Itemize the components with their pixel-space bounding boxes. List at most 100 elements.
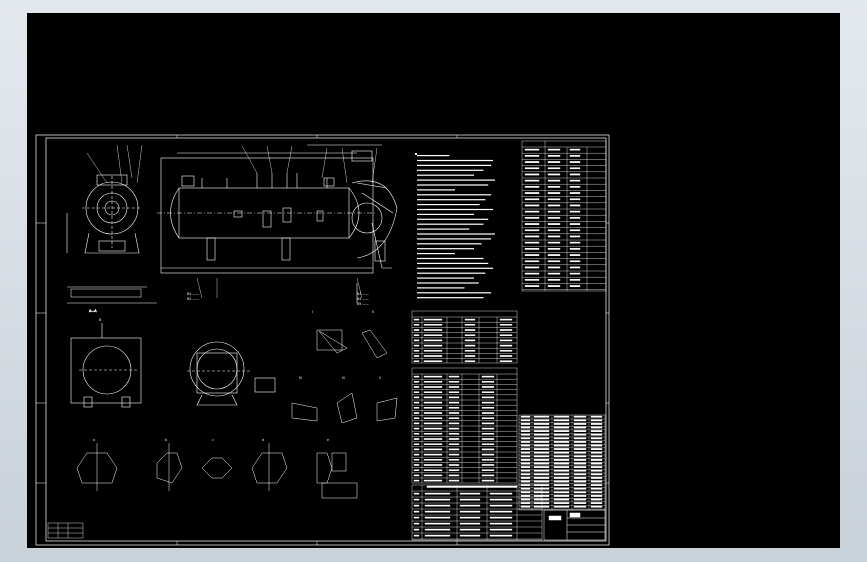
text-stroke <box>524 279 540 281</box>
text-stroke <box>553 433 570 436</box>
text-stroke <box>520 419 531 422</box>
text-stroke <box>448 401 460 404</box>
text-stroke <box>553 419 570 422</box>
text-stroke <box>423 360 443 363</box>
text-stroke <box>569 192 581 194</box>
text-stroke <box>459 498 481 501</box>
svg-text:N2 ——: N2 —— <box>187 297 200 301</box>
text-stroke <box>520 505 531 508</box>
text-stroke <box>413 464 420 466</box>
text-stroke <box>417 292 492 294</box>
text-stroke <box>413 350 420 352</box>
text-stroke <box>423 459 443 461</box>
text-stroke <box>464 324 476 326</box>
text-stroke <box>499 318 513 321</box>
text-stroke <box>590 437 603 440</box>
text-stroke <box>533 505 550 508</box>
text-stroke <box>413 528 420 531</box>
text-stroke <box>573 426 587 429</box>
text-stroke <box>417 213 474 215</box>
text-stroke <box>448 381 460 383</box>
text-stroke <box>553 484 570 486</box>
text-stroke <box>489 510 513 513</box>
text-stroke <box>499 350 513 352</box>
border-ticks <box>36 135 609 545</box>
text-stroke <box>533 480 550 483</box>
text-stroke <box>573 466 587 468</box>
text-stroke <box>423 329 443 331</box>
text-stroke <box>413 422 420 425</box>
text-stroke <box>423 433 443 435</box>
text-stroke <box>417 179 495 181</box>
text-stroke <box>533 448 550 450</box>
text-stroke <box>553 491 570 494</box>
text-stroke <box>590 495 603 497</box>
text-stroke <box>417 194 492 196</box>
svg-text:e: e <box>327 438 329 442</box>
text-stroke <box>448 396 460 399</box>
text-stroke <box>547 216 561 219</box>
text-stroke <box>524 185 540 188</box>
drawing-canvas[interactable]: A—A N1 —— N2 —— N3 —— N4 —— N5 —— B <box>27 13 840 548</box>
text-stroke <box>573 419 587 422</box>
text-stroke <box>573 469 587 472</box>
text-stroke <box>413 433 420 435</box>
text-stroke <box>533 469 550 472</box>
text-stroke <box>413 386 420 388</box>
text-stroke <box>590 491 603 494</box>
text-stroke <box>553 426 570 429</box>
text-stroke <box>569 204 581 207</box>
text-stroke <box>464 350 476 352</box>
text-stroke <box>448 479 460 482</box>
text-stroke <box>413 360 420 363</box>
cross-section-2 <box>187 341 276 406</box>
text-stroke <box>481 375 495 378</box>
text-stroke <box>417 164 492 166</box>
text-stroke <box>553 502 570 504</box>
text-stroke <box>553 473 570 476</box>
text-stroke <box>423 401 443 404</box>
text-stroke <box>569 235 581 238</box>
text-stroke <box>533 423 550 425</box>
text-stroke <box>417 277 474 279</box>
text-stroke <box>533 491 550 494</box>
text-stroke <box>590 469 603 472</box>
text-stroke <box>448 443 460 446</box>
text-stroke <box>464 355 476 357</box>
text-stroke <box>569 173 581 176</box>
svg-text:N5 ——: N5 —— <box>357 302 370 306</box>
text-stroke <box>547 204 561 207</box>
text-stroke <box>448 407 460 409</box>
end-nozzle-detail <box>351 180 398 303</box>
text-stroke <box>413 407 420 409</box>
text-stroke <box>459 534 481 537</box>
text-stroke <box>590 455 603 458</box>
text-stroke <box>547 154 561 157</box>
text-stroke <box>569 198 581 201</box>
text-stroke <box>423 396 443 399</box>
text-stroke <box>533 419 550 422</box>
text-stroke <box>573 502 587 504</box>
text-stroke <box>553 487 570 490</box>
text-stroke <box>524 266 540 269</box>
svg-text:d: d <box>262 438 264 442</box>
text-stroke <box>423 407 443 409</box>
text-stroke <box>590 498 603 501</box>
text-stroke <box>547 192 561 194</box>
svg-text:I: I <box>312 310 313 314</box>
text-stroke <box>520 480 531 483</box>
text-stroke <box>553 451 570 454</box>
text-stroke <box>426 485 518 488</box>
text-stroke <box>533 473 550 476</box>
svg-text:II: II <box>372 310 374 314</box>
text-stroke <box>417 184 489 186</box>
bottom-details: a b c d e <box>76 438 358 499</box>
text-stroke <box>553 444 570 447</box>
text-stroke <box>413 443 420 446</box>
text-stroke <box>533 495 550 497</box>
text-stroke <box>573 491 587 494</box>
text-stroke <box>553 466 570 468</box>
text-stroke <box>423 355 443 357</box>
text-stroke <box>459 510 481 513</box>
text-stroke <box>569 148 581 151</box>
